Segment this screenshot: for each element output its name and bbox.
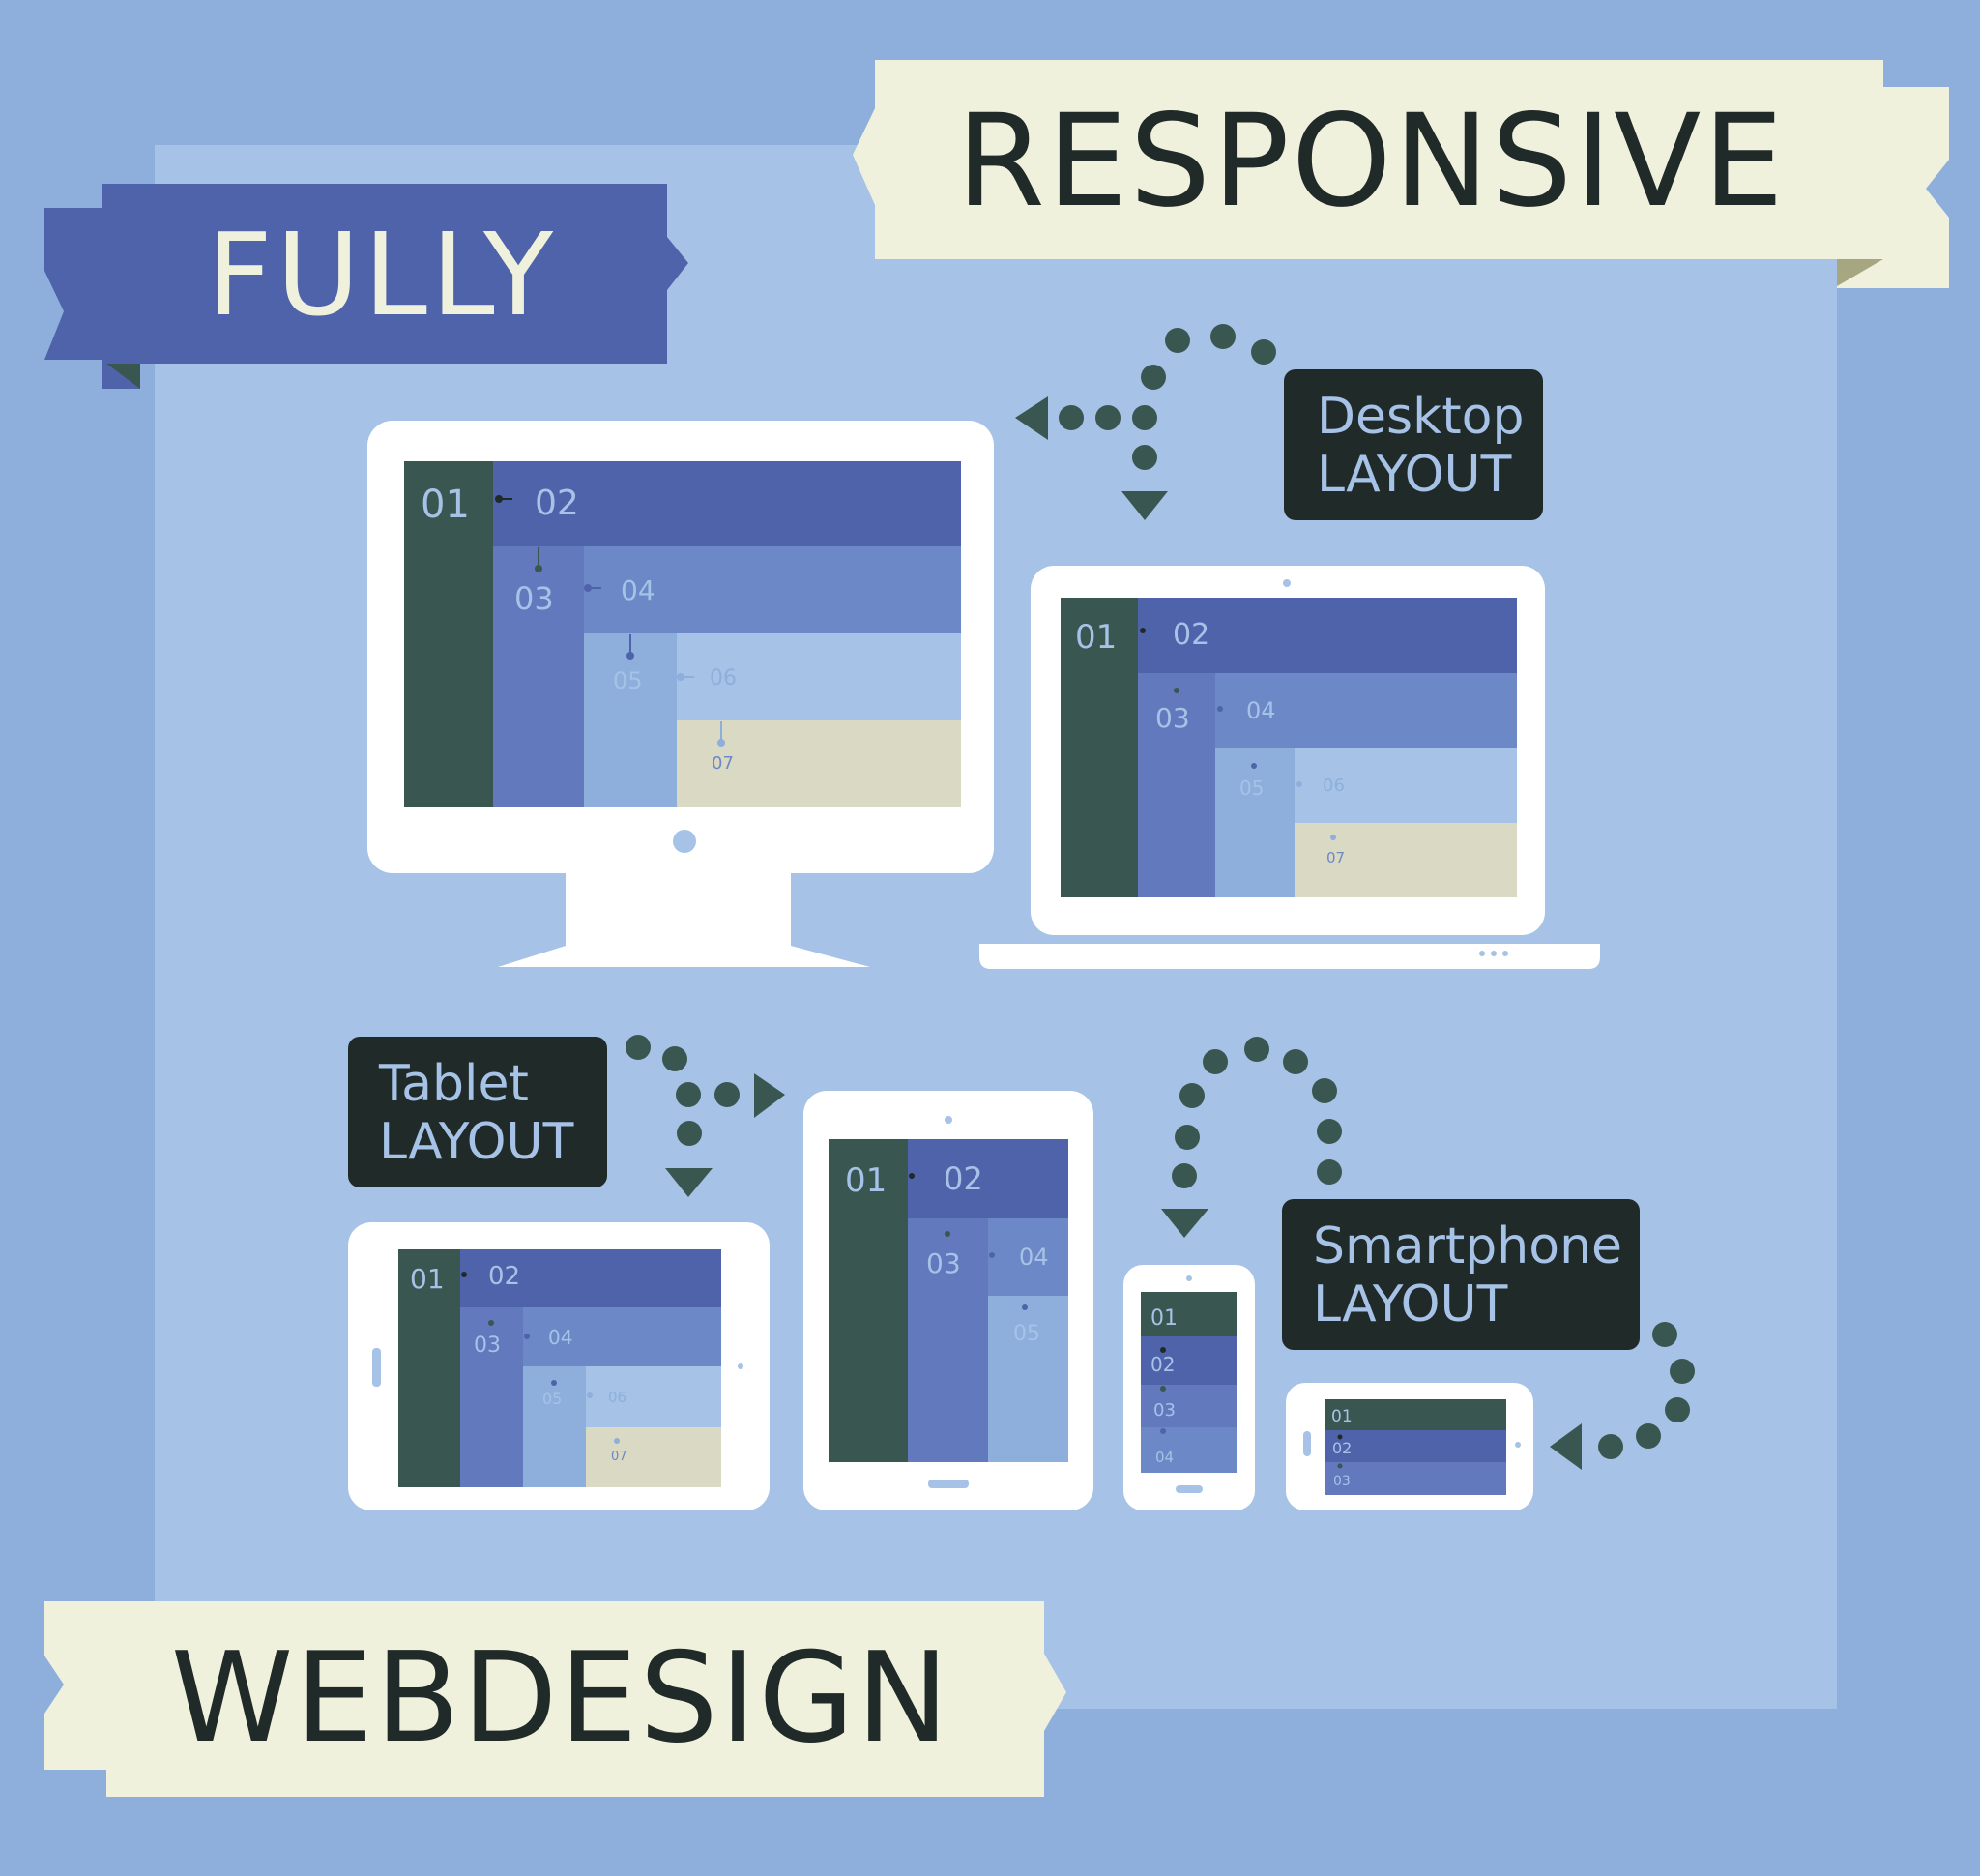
block-04: 04 [548,1326,572,1349]
block-06: 06 [1323,776,1345,796]
desktop-label-line2: LAYOUT [1317,446,1512,504]
block-07: 07 [1326,849,1345,866]
block-06: 06 [710,666,737,690]
fully-title: FULLY [207,208,557,341]
block-03: 03 [474,1334,501,1358]
arrow-desktop [1015,324,1276,520]
block-03: 03 [1333,1474,1351,1489]
desktop-monitor: 01 02 03 04 05 06 07 [367,421,994,967]
block-03: 03 [514,580,554,617]
block-04: 04 [1246,697,1276,724]
responsive-ribbon: RESPONSIVE [853,60,1949,288]
block-02: 02 [1150,1353,1175,1376]
block-01: 01 [410,1263,445,1295]
laptop: 01 02 03 04 05 06 07 [979,566,1600,969]
block-02: 02 [488,1262,520,1291]
smartphone-label-line2: LAYOUT [1313,1275,1508,1334]
block-01: 01 [1331,1407,1353,1426]
block-02: 02 [1173,618,1209,652]
tablet-label-line2: LAYOUT [379,1113,574,1171]
desktop-label-line1: Desktop [1317,388,1524,446]
block-06: 06 [608,1389,626,1406]
block-03: 03 [926,1247,961,1279]
block-05: 05 [613,667,643,694]
tablet-layout-label: Tablet LAYOUT [348,1037,607,1187]
smartphone-label-line1: Smartphone [1313,1217,1622,1275]
block-03: 03 [1153,1400,1176,1421]
block-04: 04 [621,574,655,606]
desktop-layout-label: Desktop LAYOUT [1284,369,1543,520]
phone-landscape: 01 02 03 [1286,1383,1533,1510]
block-05: 05 [1239,777,1264,800]
block-02: 02 [1332,1439,1352,1457]
block-01: 01 [845,1161,887,1200]
block-01: 01 [1150,1306,1178,1331]
block-05: 05 [1013,1322,1040,1346]
block-01: 01 [421,483,470,527]
responsive-title: RESPONSIVE [956,87,1786,236]
fully-ribbon: FULLY [44,184,688,389]
block-02: 02 [944,1160,983,1197]
block-03: 03 [1155,702,1190,734]
phone-portrait: 01 02 03 04 [1123,1265,1255,1510]
block-04: 04 [1019,1244,1049,1271]
block-05: 05 [542,1390,562,1408]
block-02: 02 [535,484,579,523]
arrow-phone-landscape [1550,1322,1695,1470]
block-01: 01 [1075,618,1117,657]
smartphone-layout-label: Smartphone LAYOUT [1282,1199,1640,1350]
tablet-landscape: 01 02 03 04 05 06 07 [348,1222,770,1510]
block-07: 07 [611,1450,627,1464]
arrow-tablet [626,1035,785,1197]
webdesign-ribbon: WEBDESIGN [44,1601,1066,1797]
tablet-portrait: 01 02 03 04 05 [803,1091,1093,1510]
tablet-label-line1: Tablet [378,1055,529,1113]
webdesign-title: WEBDESIGN [171,1627,951,1771]
arrow-phone [1161,1037,1342,1238]
block-07: 07 [712,753,734,774]
block-04: 04 [1155,1449,1174,1466]
